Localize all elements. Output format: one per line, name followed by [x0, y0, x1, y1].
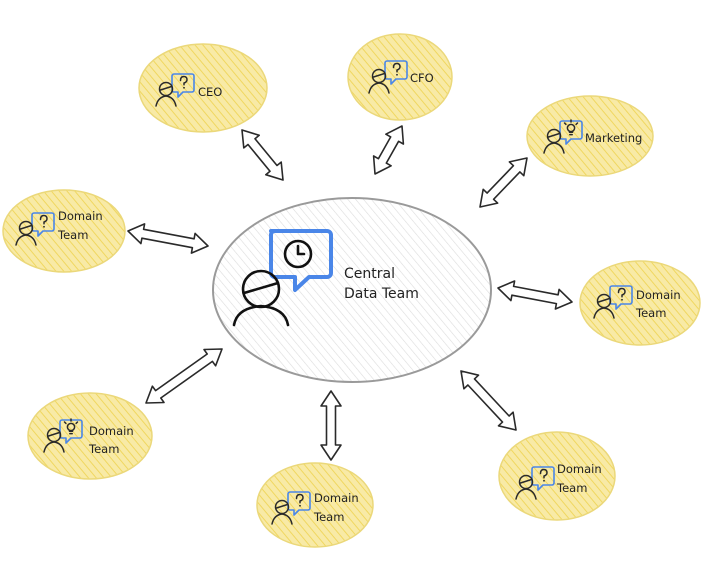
- node-domain-bottom-right-line2: Team: [556, 481, 587, 495]
- node-domain-left-line2: Team: [57, 228, 88, 242]
- node-domain-right-line2: Team: [635, 306, 666, 320]
- central-data-team-ellipse: [212, 197, 492, 383]
- arrow-marketing: [479, 157, 528, 208]
- node-domain-left-line1: Domain: [58, 209, 103, 223]
- arrow-cfo: [372, 125, 405, 175]
- node-marketing: Marketing: [526, 95, 654, 177]
- center-label-line1: Central: [344, 266, 395, 282]
- node-cfo-label: CFO: [410, 71, 434, 85]
- center-label-line2: Data Team: [344, 286, 419, 302]
- node-marketing-label: Marketing: [585, 131, 642, 145]
- arrow-domain-bottom-right: [460, 370, 517, 431]
- person-with-clock-bubble-icon: [232, 229, 333, 327]
- arrow-domain-bottom: [320, 390, 342, 461]
- node-domain-team-bottom-left: Domain Team: [27, 392, 153, 480]
- node-domain-team-bottom-right: Domain Team: [498, 431, 616, 521]
- node-domain-bottom-left-line1: Domain: [89, 424, 134, 438]
- arrow-domain-left: [127, 223, 209, 254]
- arrow-domain-right: [497, 280, 573, 310]
- node-ceo: CEO: [138, 43, 268, 133]
- node-domain-team-left: Domain Team: [2, 189, 126, 273]
- node-domain-bottom-right-line1: Domain: [557, 462, 602, 476]
- connector-arrows: [127, 125, 573, 461]
- node-ceo-label: CEO: [198, 85, 222, 99]
- node-domain-bottom-left-line2: Team: [88, 442, 119, 456]
- arrow-domain-bottom-left: [145, 348, 223, 404]
- node-domain-right-line1: Domain: [636, 288, 681, 302]
- node-domain-bottom-line1: Domain: [314, 491, 359, 505]
- node-domain-team-right: Domain Team: [579, 260, 701, 346]
- node-cfo: CFO: [347, 33, 453, 121]
- node-domain-bottom-line2: Team: [313, 510, 344, 524]
- node-domain-team-bottom: Domain Team: [256, 462, 374, 548]
- arrow-ceo: [241, 129, 284, 181]
